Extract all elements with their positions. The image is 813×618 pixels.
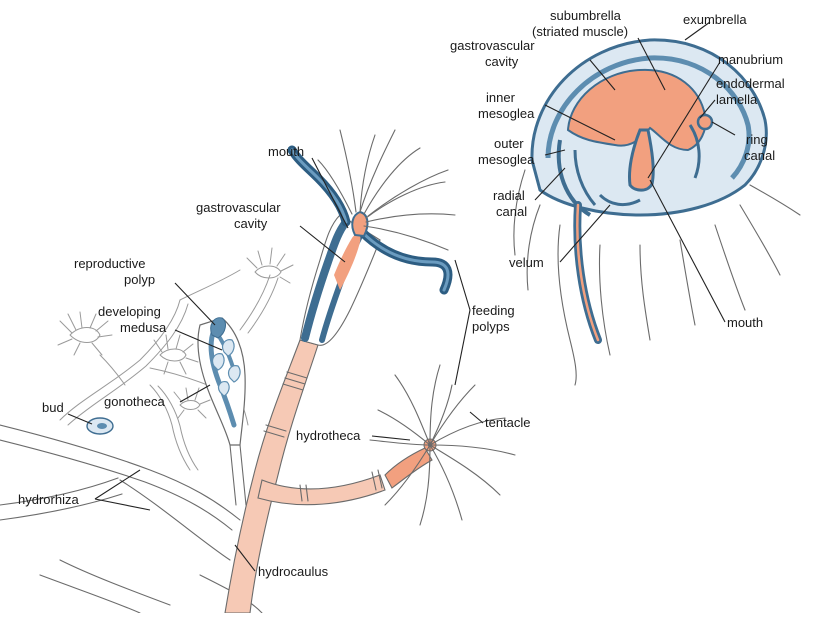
- label-polyp-gastrovascular-cavity: gastrovascular cavity: [196, 200, 281, 231]
- background-polyp-head-3: [247, 248, 293, 283]
- label-medusa-gastrovascular-line2: cavity: [485, 54, 519, 69]
- label-ring-canal-line2: canal: [744, 148, 775, 163]
- label-tentacle: tentacle: [485, 415, 531, 430]
- label-reproductive-polyp-line2: polyp: [124, 272, 155, 287]
- label-inner-mesoglea: inner mesoglea: [478, 90, 535, 121]
- label-medusa-gastrovascular-cavity: gastrovascular cavity: [450, 38, 535, 69]
- label-inner-mesoglea-line2: mesoglea: [478, 106, 535, 121]
- feeding-polyp-lower: [370, 365, 515, 525]
- label-developing-medusa: developing medusa: [98, 304, 167, 335]
- feeding-polyp-upper: [292, 130, 455, 345]
- label-outer-mesoglea-line1: outer: [494, 136, 524, 151]
- label-endodermal-line2: lamella: [716, 92, 758, 107]
- label-polyp-gastrovascular-line2: cavity: [234, 216, 268, 231]
- label-outer-mesoglea: outer mesoglea: [478, 136, 535, 167]
- label-ring-canal-line1: ring: [746, 132, 768, 147]
- label-endodermal-line1: endodermal: [716, 76, 785, 91]
- label-gonotheca: gonotheca: [104, 394, 165, 409]
- label-subumbrella-line1: subumbrella: [550, 8, 622, 23]
- label-reproductive-polyp-line1: reproductive: [74, 256, 146, 271]
- label-feeding-polyps-line2: polyps: [472, 319, 510, 334]
- background-polyp-head-2: [154, 335, 198, 374]
- label-developing-medusa-line2: medusa: [120, 320, 167, 335]
- label-hydrorhiza: hydrorhiza: [18, 492, 79, 507]
- label-outer-mesoglea-line2: mesoglea: [478, 152, 535, 167]
- label-radial-canal-line2: canal: [496, 204, 527, 219]
- background-polyps: [58, 248, 293, 470]
- label-radial-canal: radial canal: [493, 188, 527, 219]
- label-subumbrella-line2: (striated muscle): [532, 24, 628, 39]
- reproductive-polyp-illustration: [198, 318, 246, 505]
- label-exumbrella: exumbrella: [683, 12, 747, 27]
- label-developing-medusa-line1: developing: [98, 304, 161, 319]
- label-endodermal-lamella: endodermal lamella: [716, 76, 785, 107]
- bud-illustration: [87, 418, 113, 434]
- label-polyp-gastrovascular-line1: gastrovascular: [196, 200, 281, 215]
- label-radial-canal-line1: radial: [493, 188, 525, 203]
- label-medusa-gastrovascular-line1: gastrovascular: [450, 38, 535, 53]
- label-inner-mesoglea-line1: inner: [486, 90, 516, 105]
- label-ring-canal: ring canal: [744, 132, 775, 163]
- label-feeding-polyps-line1: feeding: [472, 303, 515, 318]
- label-reproductive-polyp: reproductive polyp: [74, 256, 155, 287]
- label-polyp-mouth: mouth: [268, 144, 304, 159]
- hydrorhiza-stolons: [0, 425, 262, 613]
- label-velum: velum: [509, 255, 544, 270]
- label-medusa-mouth: mouth: [727, 315, 763, 330]
- background-polyp-head-4: [174, 388, 210, 418]
- lower-polyp-tentacles: [370, 365, 515, 525]
- label-subumbrella: subumbrella (striated muscle): [532, 8, 628, 39]
- label-feeding-polyps: feeding polyps: [472, 303, 515, 334]
- label-bud: bud: [42, 400, 64, 415]
- label-manubrium: manubrium: [718, 52, 783, 67]
- label-hydrocaulus: hydrocaulus: [258, 564, 329, 579]
- label-hydrotheca: hydrotheca: [296, 428, 361, 443]
